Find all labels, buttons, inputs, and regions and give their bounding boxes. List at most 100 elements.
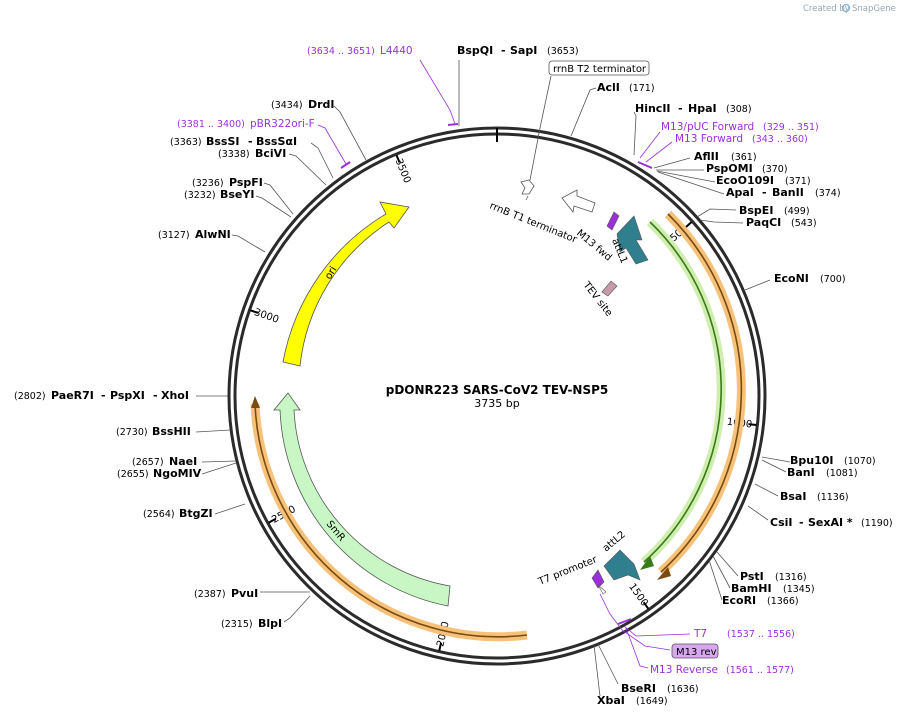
- bamhi-pos: (1345): [783, 584, 815, 595]
- pspxi-name[interactable]: PspXI: [110, 389, 145, 402]
- bani-pos: (1081): [826, 468, 858, 479]
- m13-fwd-feature[interactable]: [606, 211, 620, 231]
- bani-name[interactable]: BanI: [787, 466, 815, 479]
- drdi-pos: (3434): [271, 100, 303, 111]
- bsai-pos: (1136): [817, 492, 849, 503]
- apai-name[interactable]: ApaI: [726, 186, 754, 199]
- plasmid-length: 3735 bp: [474, 397, 519, 410]
- l4440-pos: (3634 .. 3651): [307, 46, 375, 57]
- ngomiv-name[interactable]: NgoMIV: [153, 467, 202, 480]
- bspei-pos: (499): [784, 206, 810, 217]
- aflii-name[interactable]: AflII: [694, 150, 719, 163]
- rrnb-t2-label: rrnB T2 terminator: [553, 64, 647, 75]
- acli-pos: (171): [629, 83, 655, 94]
- pvui-name[interactable]: PvuI: [231, 587, 258, 600]
- m13fwd-name[interactable]: M13 Forward: [675, 133, 743, 145]
- m13rev-box: [671, 643, 719, 659]
- t7-promoter-feature[interactable]: [597, 584, 607, 595]
- tick-mark: [684, 221, 693, 229]
- bspei-name[interactable]: BspEI: [739, 204, 773, 217]
- xbai-pos: (1649): [636, 696, 668, 707]
- bsssai-name[interactable]: BssSαI: [256, 135, 297, 148]
- blpi-pos: (2315): [221, 619, 253, 630]
- attl1-feature[interactable]: [616, 215, 649, 265]
- tick-label: 3000: [253, 307, 281, 326]
- pbr322-pos: (3381 .. 3400): [177, 119, 245, 130]
- bsssi-name[interactable]: BssSI: [206, 135, 240, 148]
- bseyi-name[interactable]: BseYI: [220, 188, 254, 201]
- pbr322-name[interactable]: pBR322ori-F: [250, 118, 315, 130]
- m13-fwd-label: M13 fwd: [574, 228, 614, 264]
- smr-feature[interactable]: [273, 392, 451, 607]
- sexai-name[interactable]: SexAI *: [808, 516, 853, 529]
- l4440-name[interactable]: L4440: [380, 45, 413, 57]
- hpai-name[interactable]: HpaI: [688, 102, 717, 115]
- tev-site-feature[interactable]: [601, 280, 618, 297]
- bamhi-name[interactable]: BamHI: [731, 582, 772, 595]
- paer7i-pos: (2802): [14, 391, 46, 402]
- bpu10i-pos: (1070): [844, 456, 876, 467]
- apai-pos: (374): [815, 188, 841, 199]
- attl2-feature[interactable]: [603, 549, 641, 581]
- orf-left: [250, 396, 528, 642]
- credit-brand: SnapGene: [852, 4, 896, 14]
- m13rev-name[interactable]: M13 rev: [676, 647, 717, 658]
- bseri-name[interactable]: BseRI: [621, 682, 656, 695]
- sapi-name[interactable]: SapI: [510, 44, 537, 57]
- bcivi-name[interactable]: BciVI: [255, 147, 286, 160]
- rrnb-t2-feature[interactable]: [561, 189, 596, 213]
- csii-name[interactable]: CsiI: [770, 516, 792, 529]
- paqci-name[interactable]: PaqCI: [746, 216, 781, 229]
- alwni-name[interactable]: AlwNI: [195, 228, 231, 241]
- m13puc-name[interactable]: M13/pUC Forward: [661, 121, 754, 133]
- paqci-pos: (543): [791, 218, 817, 229]
- bspqi-name[interactable]: BspQI: [457, 44, 493, 57]
- paer7i-name[interactable]: PaeR7I: [51, 389, 94, 402]
- m13reverse-name[interactable]: M13 Reverse: [650, 664, 718, 676]
- naei-name[interactable]: NaeI: [169, 455, 197, 468]
- ori-feature[interactable]: [282, 201, 410, 367]
- bseyi-pos: (3232): [184, 190, 216, 201]
- ecoo109i-pos: (371): [785, 176, 811, 187]
- bsssi-pos: (3363): [170, 137, 202, 148]
- orf-right: [640, 210, 746, 580]
- xhoi-name[interactable]: XhoI: [161, 389, 189, 402]
- rrnb-t1-feature[interactable]: [520, 179, 535, 195]
- pspomi-name[interactable]: PspOMI: [706, 162, 753, 175]
- t7-name[interactable]: T7: [693, 628, 707, 640]
- ecori-name[interactable]: EcoRI: [722, 594, 756, 607]
- bspqi-sep: -: [501, 44, 506, 57]
- plasmid-name: pDONR223 SARS-CoV2 TEV-NSP5: [386, 383, 609, 397]
- bpu10i-name[interactable]: Bpu10I: [790, 454, 834, 467]
- xbai-name[interactable]: XbaI: [597, 694, 625, 707]
- tick-mark: [438, 642, 443, 651]
- alwni-pos: (3127): [158, 230, 190, 241]
- naei-pos: (2657): [132, 457, 164, 468]
- blpi-name[interactable]: BlpI: [258, 617, 282, 630]
- tick-mark: [250, 309, 259, 314]
- ecoo109i-name[interactable]: EcoO109I: [716, 174, 774, 187]
- m13reverse-pos: (1561 .. 1577): [726, 665, 794, 676]
- hincii-pos: (308): [726, 104, 752, 115]
- t7-pos: (1537 .. 1556): [727, 629, 795, 640]
- credit-prefix: Created by: [803, 4, 850, 14]
- m13puc-pos: (329 .. 351): [763, 122, 819, 133]
- hincii-name[interactable]: HincII: [635, 102, 671, 115]
- econi-name[interactable]: EcoNI: [774, 272, 809, 285]
- paer7i-sep2: -: [153, 389, 158, 402]
- paer7i-sep: -: [101, 389, 106, 402]
- hincii-sep: -: [678, 102, 683, 115]
- csii-sep: -: [799, 516, 804, 529]
- psti-name[interactable]: PstI: [740, 570, 764, 583]
- bsai-name[interactable]: BsaI: [780, 490, 806, 503]
- pspfi-name[interactable]: PspFI: [229, 176, 263, 189]
- btgzi-name[interactable]: BtgZI: [179, 507, 213, 520]
- bsshii-name[interactable]: BssHII: [152, 425, 191, 438]
- drdi-name[interactable]: DrdI: [308, 98, 335, 111]
- t7-promoter-label: T7 promoter: [536, 554, 599, 588]
- acli-name[interactable]: AclI: [597, 81, 620, 94]
- tick-mark: [268, 517, 277, 524]
- m13-rev-feature[interactable]: [591, 569, 605, 589]
- banii-name[interactable]: BanII: [772, 186, 804, 199]
